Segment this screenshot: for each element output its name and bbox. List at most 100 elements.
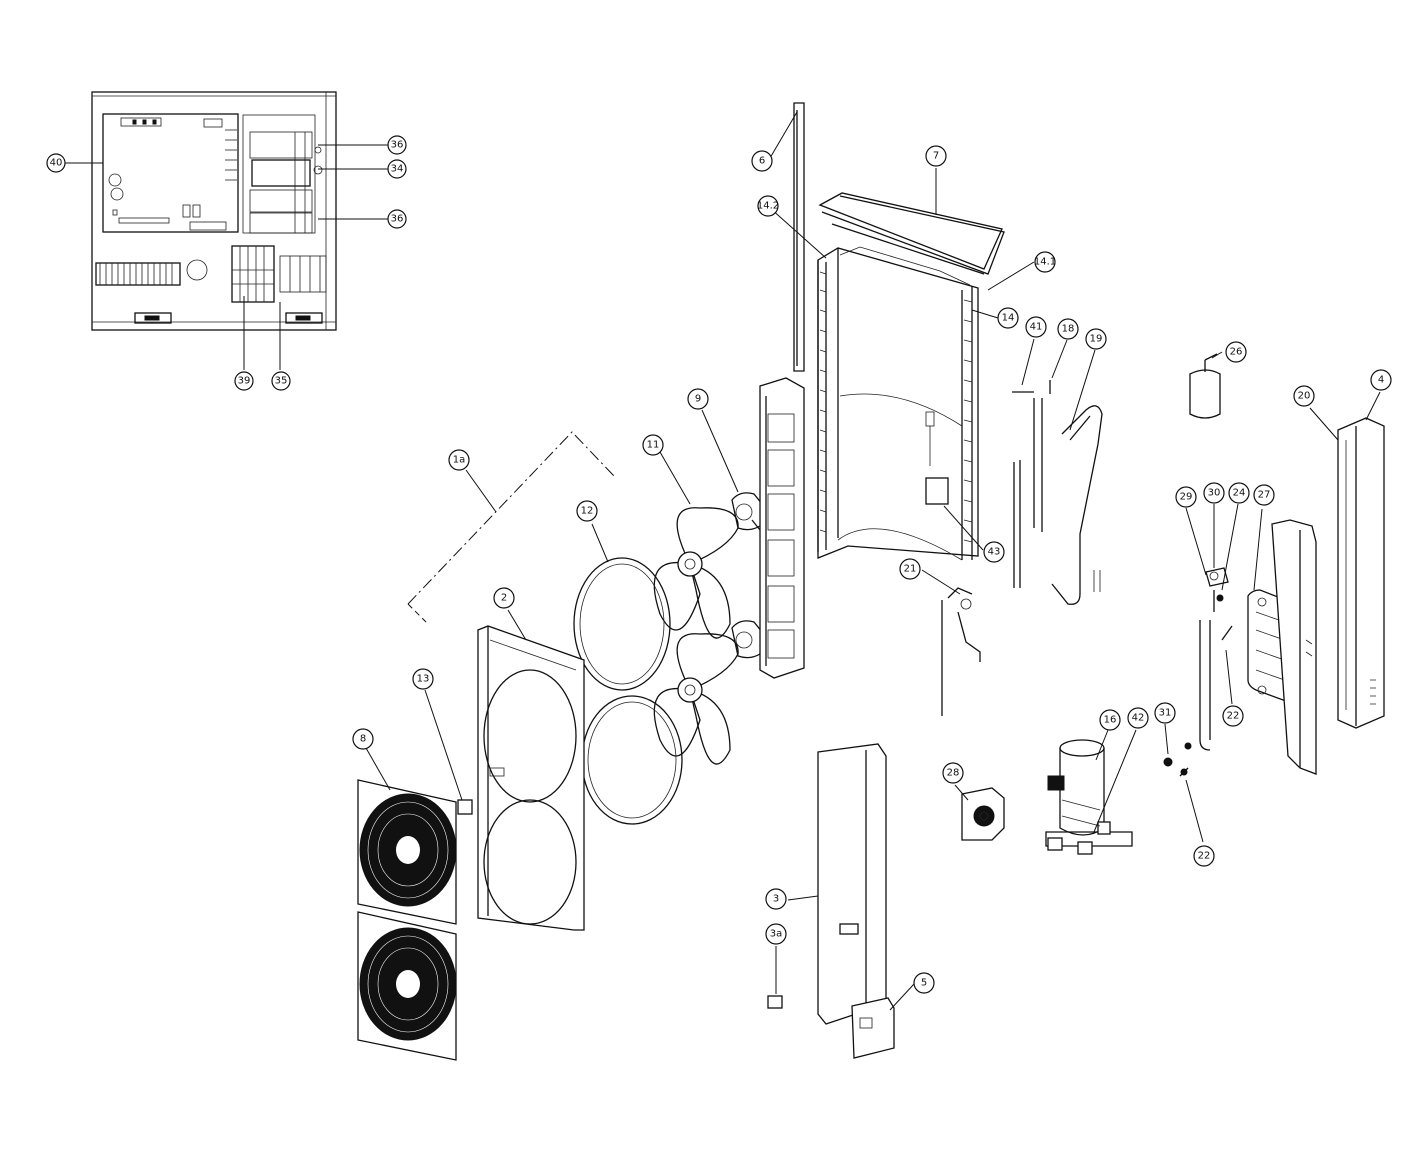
callout-14-1: 14.1 <box>1034 251 1056 273</box>
assembly-bracket-1a <box>407 431 615 623</box>
fan-shroud-ring-lower <box>581 695 683 825</box>
expansion-tank <box>1189 351 1223 419</box>
callout-4: 4 <box>1370 369 1392 391</box>
svg-text:12: 12 <box>581 506 594 517</box>
corner-cap <box>851 983 915 1059</box>
callout-11: 11 <box>642 434 664 456</box>
svg-text:3: 3 <box>773 894 779 905</box>
grille-clip <box>424 689 473 815</box>
svg-text:6: 6 <box>759 156 765 167</box>
condenser-coil-frame <box>769 207 1035 561</box>
svg-text:11: 11 <box>647 440 660 451</box>
refrigerant-pipes <box>1012 338 1103 605</box>
svg-text:14.1: 14.1 <box>1034 257 1056 268</box>
callout-1a: 1a <box>448 449 470 471</box>
fan-blade-lower <box>653 633 739 765</box>
svg-text:16: 16 <box>1104 715 1117 726</box>
svg-text:43: 43 <box>988 547 1001 558</box>
corner-post <box>769 102 805 372</box>
fan-blade-upper <box>653 451 739 639</box>
svg-text:9: 9 <box>695 394 701 405</box>
top-cover <box>818 168 1005 275</box>
pipe-fittings <box>1163 723 1204 843</box>
callout-22: 22 <box>1193 845 1215 867</box>
callout-3a: 3a <box>765 923 787 945</box>
callout-28: 28 <box>942 762 964 784</box>
side-panel <box>1309 391 1385 729</box>
svg-text:24: 24 <box>1233 488 1246 499</box>
fan-shroud-ring-upper <box>573 523 671 691</box>
svg-text:28: 28 <box>947 768 960 779</box>
handle-cover <box>767 946 783 1009</box>
callout-19: 19 <box>1085 328 1107 350</box>
fan-grille-lower <box>357 911 457 1061</box>
callout-35: 35 <box>271 371 291 391</box>
callout-21: 21 <box>899 558 921 580</box>
svg-text:1a: 1a <box>453 455 466 466</box>
service-panel <box>1271 519 1317 775</box>
svg-text:39: 39 <box>238 376 251 387</box>
compressor <box>1045 729 1137 855</box>
callout-30: 30 <box>1203 482 1225 504</box>
svg-text:14.2: 14.2 <box>757 201 779 212</box>
callout-14-2: 14.2 <box>757 195 779 217</box>
svg-text:3a: 3a <box>770 929 783 940</box>
svg-text:14: 14 <box>1002 313 1015 324</box>
fan-motor-bracket <box>759 377 805 679</box>
svg-text:7: 7 <box>933 151 939 162</box>
callout-6: 6 <box>751 150 773 172</box>
callout-20: 20 <box>1293 385 1315 407</box>
svg-text:29: 29 <box>1180 492 1193 503</box>
callout-24: 24 <box>1228 482 1250 504</box>
svg-text:22: 22 <box>1198 851 1211 862</box>
svg-text:4: 4 <box>1378 375 1384 386</box>
control-box <box>65 91 388 370</box>
svg-text:42: 42 <box>1132 713 1145 724</box>
callout-40: 40 <box>46 153 66 173</box>
corner-panel <box>787 743 887 1025</box>
callout-14: 14 <box>997 307 1019 329</box>
callout-34: 34 <box>387 159 407 179</box>
svg-text:5: 5 <box>921 978 927 989</box>
svg-text:22: 22 <box>1227 711 1240 722</box>
callout-13: 13 <box>412 668 434 690</box>
callout-39: 39 <box>234 371 254 391</box>
front-panel <box>477 609 585 931</box>
expansion-valve-pipe <box>921 569 981 716</box>
svg-text:21: 21 <box>904 564 917 575</box>
svg-text:35: 35 <box>275 376 288 387</box>
svg-text:40: 40 <box>50 158 63 169</box>
callout-27: 27 <box>1253 484 1275 506</box>
svg-text:34: 34 <box>391 164 404 175</box>
svg-text:41: 41 <box>1030 322 1043 333</box>
callout-12: 12 <box>576 500 598 522</box>
callout-36: 36 <box>387 209 407 229</box>
svg-text:30: 30 <box>1208 488 1221 499</box>
svg-text:8: 8 <box>360 734 366 745</box>
control-transformer <box>242 114 323 234</box>
svg-text:26: 26 <box>1230 347 1243 358</box>
svg-text:31: 31 <box>1159 708 1172 719</box>
callout-26: 26 <box>1225 341 1247 363</box>
callouts: 40 36 34 36 39 35 6 7 14.2 14.1 14 41 18… <box>46 135 1392 994</box>
callout-2: 2 <box>493 587 515 609</box>
callout-36: 36 <box>387 135 407 155</box>
svg-text:36: 36 <box>391 214 404 225</box>
callout-5: 5 <box>913 972 935 994</box>
callout-29: 29 <box>1175 486 1197 508</box>
svg-text:20: 20 <box>1298 391 1311 402</box>
svg-text:2: 2 <box>501 593 507 604</box>
callout-18: 18 <box>1057 318 1079 340</box>
callout-42: 42 <box>1127 707 1149 729</box>
callout-8: 8 <box>352 728 374 750</box>
callout-9: 9 <box>687 388 709 410</box>
valve-assembly <box>1185 503 1239 751</box>
callout-16: 16 <box>1099 709 1121 731</box>
callout-31: 31 <box>1154 702 1176 724</box>
callout-43: 43 <box>983 541 1005 563</box>
fan-motor-lower <box>731 620 763 659</box>
control-pcb <box>102 113 239 233</box>
callout-7: 7 <box>925 145 947 167</box>
fan-grille-upper <box>357 747 457 925</box>
